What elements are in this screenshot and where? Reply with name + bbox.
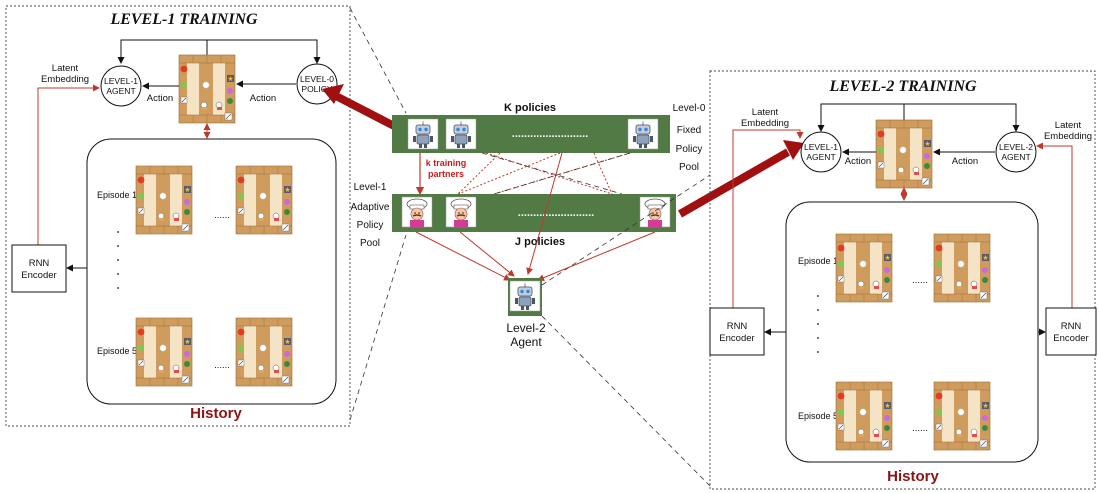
level2-row-dots: ...... xyxy=(912,423,928,434)
level2-agent-label-2: Agent xyxy=(510,335,542,349)
level1-action-label-right: Action xyxy=(250,93,276,104)
level2-row-dots: ...... xyxy=(912,275,928,286)
level1-latent-label-1: Latent xyxy=(52,63,79,74)
level2-panel: LEVEL-2 TRAINING LEVEL-1 AGENT LEVEL-2 A… xyxy=(710,71,1096,489)
k-training-label-2: partners xyxy=(428,169,464,179)
level2-agent-robot-icon xyxy=(510,281,540,311)
chef-policy-icon xyxy=(640,197,670,227)
level1-agent-label-1: LEVEL-1 xyxy=(104,76,138,86)
level1-history-kitchen xyxy=(236,318,292,386)
level1-history-kitchen xyxy=(136,318,192,386)
level1-episode-1-label: Episode 1 xyxy=(97,190,137,200)
level0-pool-label-2: Fixed xyxy=(677,125,701,136)
level2-right-agent-label-1: LEVEL-2 xyxy=(999,142,1033,152)
level1-pool-label-2: Adaptive xyxy=(351,202,390,213)
level1-row-dots: ...... xyxy=(214,210,230,221)
level1-panel: LEVEL-1 TRAINING LEVEL-1 AGENT LEVEL-0 P… xyxy=(6,6,350,426)
level1-history-kitchen xyxy=(236,166,292,234)
j-policies-label: J policies xyxy=(515,236,565,248)
zoom-connector xyxy=(350,235,406,420)
level0-pool-label-3: Policy xyxy=(676,144,703,155)
chef-policy-icon xyxy=(402,197,432,227)
level1-rnn-label-2: Encoder xyxy=(21,270,56,281)
level2-left-rnn-label-1: RNN xyxy=(727,321,748,332)
level1-history-kitchen xyxy=(136,166,192,234)
level0-pool-label-1: Level-0 xyxy=(673,103,706,114)
k-training-label-1: k training xyxy=(426,158,467,168)
level2-environment-kitchen xyxy=(876,120,932,188)
level1-latent-arrow xyxy=(38,88,99,245)
level2-left-agent-label-2: AGENT xyxy=(806,152,835,162)
level1-agent-label-2: AGENT xyxy=(106,86,135,96)
level0-pool-label-4: Pool xyxy=(679,162,699,173)
j-policies-ellipsis: ......................... xyxy=(518,207,594,219)
level2-left-agent-label-1: LEVEL-1 xyxy=(804,142,838,152)
level1-history-box xyxy=(87,139,336,404)
level1-title: LEVEL-1 TRAINING xyxy=(109,11,258,28)
k-policies-ellipsis: ......................... xyxy=(512,128,588,140)
level2-vertical-dots xyxy=(817,295,819,353)
level2-latent-right-arrow xyxy=(1037,146,1072,308)
level0-policy-label-1: LEVEL-0 xyxy=(300,74,334,84)
k-policies-label: K policies xyxy=(504,102,556,114)
level2-history-kitchen xyxy=(934,382,990,450)
level2-left-rnn-label-2: Encoder xyxy=(719,333,754,344)
level2-right-rnn-label-2: Encoder xyxy=(1053,333,1088,344)
level2-history-kitchen xyxy=(836,382,892,450)
level2-history-kitchen xyxy=(934,234,990,302)
chef-policy-icon xyxy=(446,197,476,227)
big-arrow-to-level1 xyxy=(336,96,398,128)
level1-rnn-label-1: RNN xyxy=(29,258,50,269)
level2-action-label-left: Action xyxy=(845,156,871,167)
level2-history-kitchen xyxy=(836,234,892,302)
level2-latent-left-2: Embedding xyxy=(741,118,789,129)
zoom-connector xyxy=(350,8,406,113)
robot-policy-icon xyxy=(446,119,476,149)
level1-row-dots: ...... xyxy=(214,360,230,371)
level1-action-label-left: Action xyxy=(147,93,173,104)
level2-episode-1-label: Episode 1 xyxy=(798,256,838,266)
level2-latent-left-arrow xyxy=(733,130,800,308)
robot-policy-icon xyxy=(408,119,438,149)
training-partner-links xyxy=(458,153,630,194)
level1-pool-label-4: Pool xyxy=(360,238,380,249)
level2-episode-5-label: Episode 5 xyxy=(798,411,838,421)
level2-latent-right-2: Embedding xyxy=(1044,131,1092,142)
zoom-connector xyxy=(542,316,712,488)
level1-latent-label-2: Embedding xyxy=(41,74,89,85)
level2-latent-left-1: Latent xyxy=(752,107,779,118)
robot-policy-icon xyxy=(628,119,658,149)
level1-history-label: History xyxy=(190,405,242,422)
level2-agent-label-1: Level-2 xyxy=(506,321,546,335)
level2-right-rnn-label-1: RNN xyxy=(1061,321,1082,332)
level1-pool-label-3: Policy xyxy=(357,220,384,231)
level1-episode-5-label: Episode 5 xyxy=(97,346,137,356)
level1-environment-kitchen xyxy=(179,55,235,123)
level1-pool-label-1: Level-1 xyxy=(354,182,387,193)
level2-history-label: History xyxy=(887,468,939,485)
level2-latent-right-1: Latent xyxy=(1055,120,1082,131)
level2-right-agent-label-2: AGENT xyxy=(1001,152,1030,162)
level2-action-label-right: Action xyxy=(952,156,978,167)
level2-title: LEVEL-2 TRAINING xyxy=(828,78,977,95)
level1-vertical-dots xyxy=(117,231,119,289)
